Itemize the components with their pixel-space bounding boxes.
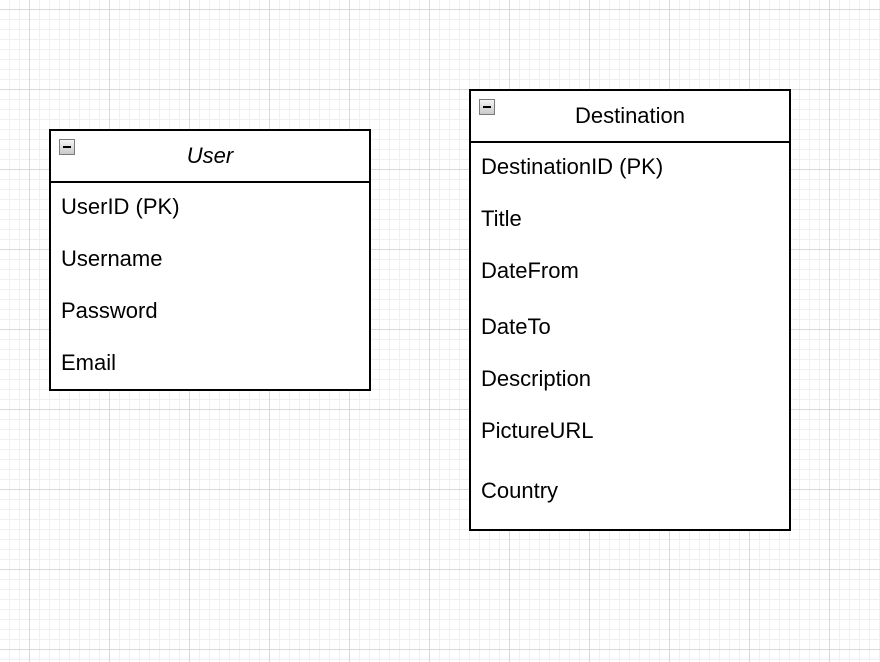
destination-entity[interactable]: Destination DestinationID (PK) Title Dat… xyxy=(469,89,791,531)
user-field-userid[interactable]: UserID (PK) xyxy=(61,194,180,219)
collapse-icon[interactable] xyxy=(479,99,495,115)
destination-field-description[interactable]: Description xyxy=(481,366,592,391)
destination-entity-header[interactable]: Destination xyxy=(471,91,789,143)
user-entity-header[interactable]: User xyxy=(51,131,369,183)
user-field-password[interactable]: Password xyxy=(61,298,158,323)
user-entity-title: User xyxy=(186,143,234,168)
destination-field-title[interactable]: Title xyxy=(481,206,522,231)
destination-entity-title: Destination xyxy=(574,103,686,128)
user-field-email[interactable]: Email xyxy=(61,350,117,375)
destination-field-destinationid[interactable]: DestinationID (PK) xyxy=(481,154,664,179)
destination-field-dateto[interactable]: DateTo xyxy=(481,314,551,339)
user-entity[interactable]: User UserID (PK) Username Password Email xyxy=(49,129,371,391)
user-field-username[interactable]: Username xyxy=(61,246,163,271)
collapse-icon[interactable] xyxy=(59,139,75,155)
destination-field-pictureurl[interactable]: PictureURL xyxy=(481,418,594,443)
destination-field-datefrom[interactable]: DateFrom xyxy=(481,258,579,283)
destination-field-country[interactable]: Country xyxy=(481,478,559,503)
